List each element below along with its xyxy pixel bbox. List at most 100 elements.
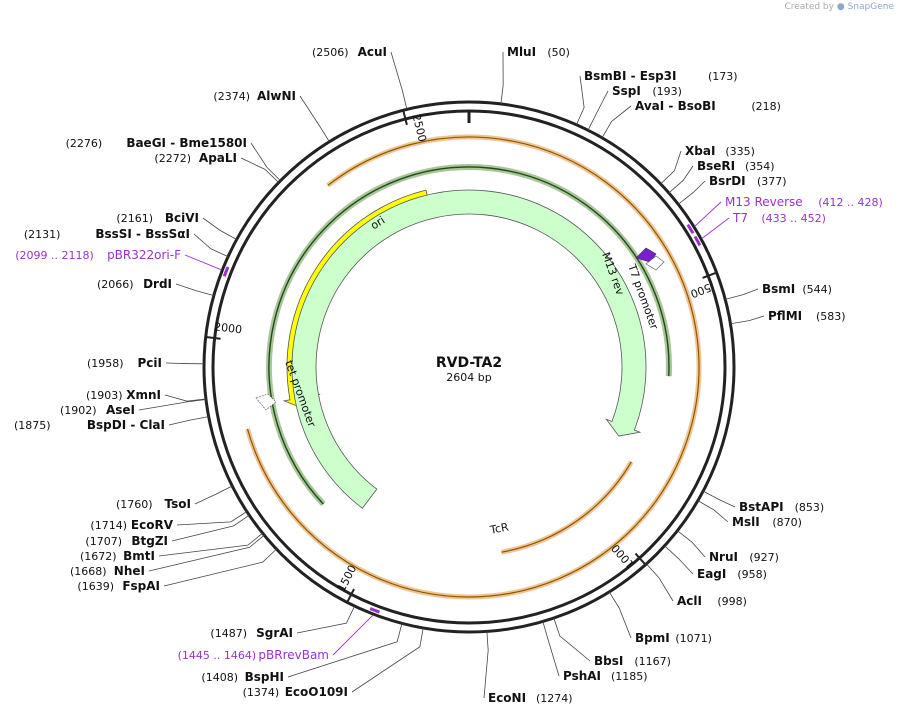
enzyme-position: (193): [652, 85, 682, 98]
orf-band-left-line: [246, 136, 700, 598]
enzyme-name: SgrAI: [256, 626, 293, 640]
primer-pbrrevbam[interactable]: pBRrevBam(1445 .. 1464): [178, 607, 381, 662]
primer-m13-reverse[interactable]: M13 Reverse (412 .. 428): [686, 195, 883, 235]
primer-leader: [701, 217, 730, 239]
enzyme-site-avai-bsobi[interactable]: AvaI - BsoBI(218): [601, 99, 781, 139]
enzyme-site-asei[interactable]: AseI(1902): [60, 399, 207, 417]
enzyme-site-drdi[interactable]: DrdI(2066): [97, 277, 214, 297]
enzyme-name: BsmI: [762, 282, 795, 296]
enzyme-name: EcoRV: [131, 518, 174, 532]
enzyme-site-bpmi[interactable]: BpmI(1071): [608, 591, 712, 645]
primer-name: pBRrevBam: [258, 648, 329, 662]
leader-line: [287, 623, 403, 678]
enzyme-position: (1668): [70, 565, 107, 578]
primer-leader: [332, 614, 374, 656]
primer-position: (433 .. 452): [761, 212, 826, 225]
enzyme-site-bsssi-bsss-i[interactable]: BssSI - BssSαI(2131): [24, 227, 229, 258]
tick-mark-2000: [205, 336, 221, 340]
primer-pbr322ori-f[interactable]: pBR322ori-F(2099 .. 2118): [15, 248, 230, 277]
orf-band-right: [501, 460, 634, 555]
enzyme-site-nrui[interactable]: NruI(927): [677, 530, 779, 564]
enzyme-site-baegi-bme1580i[interactable]: BaeGI - Bme1580I(2276): [66, 136, 281, 182]
feature-shape[interactable]: [291, 189, 647, 509]
primer-t7[interactable]: T7(433 .. 452): [693, 211, 826, 247]
primer-position: (412 .. 428): [818, 196, 883, 209]
enzyme-position: (2276): [66, 137, 103, 150]
enzyme-position: (1487): [210, 627, 247, 640]
enzyme-site-pcii[interactable]: PciI(1958): [87, 356, 205, 370]
enzyme-position: (544): [802, 283, 832, 296]
enzyme-position: (2066): [97, 278, 134, 291]
leader-line: [677, 180, 706, 205]
enzyme-site-xbai[interactable]: XbaI(335): [660, 144, 755, 185]
primer-binding-mark: [686, 223, 695, 235]
enzyme-site-tsoi[interactable]: TsoI(1760): [116, 485, 233, 511]
enzyme-site-bmti[interactable]: BmtI(1672): [80, 532, 263, 563]
enzyme-position: (218): [751, 100, 781, 113]
enzyme-name: TsoI: [165, 497, 191, 511]
enzyme-site-pshai[interactable]: PshAI(1185): [542, 621, 648, 683]
enzyme-position: (50): [547, 46, 570, 59]
enzyme-position: (1374): [243, 686, 280, 699]
primer-name: M13 Reverse: [725, 195, 803, 209]
enzyme-site-acli[interactable]: AclI(998): [646, 563, 747, 608]
enzyme-site-bstapi[interactable]: BstAPI(853): [702, 490, 824, 514]
enzyme-name: BstAPI: [739, 500, 784, 514]
enzyme-site-ecoo109i[interactable]: EcoO109I (1374): [243, 627, 424, 699]
enzyme-site-bspdi-clai[interactable]: BspDI - ClaI(1875): [14, 416, 209, 432]
primer-position: (1445 .. 1464): [178, 649, 257, 662]
leader-line: [171, 514, 250, 542]
enzyme-position: (583): [816, 310, 846, 323]
primer-binding-mark: [222, 266, 230, 277]
leader-line: [553, 617, 591, 662]
enzyme-name: SspI: [612, 84, 641, 98]
enzyme-site-econi[interactable]: EcoNI(1274): [483, 631, 573, 705]
enzyme-site-bsmbi-esp3i[interactable]: BsmBI - Esp3I(173): [576, 69, 738, 125]
leader-line: [587, 90, 609, 131]
enzyme-site-ecorv[interactable]: EcoRV(1714): [90, 511, 248, 532]
enzyme-site-fspai[interactable]: FspAI(1639): [77, 548, 277, 593]
leader-line: [158, 532, 263, 557]
enzyme-position: (1875): [14, 419, 51, 432]
enzyme-site-bsrdi[interactable]: BsrDI(377): [677, 174, 787, 205]
enzyme-site-xmni[interactable]: XmnI(1903): [86, 388, 206, 402]
enzyme-position: (1707): [85, 535, 122, 548]
enzyme-site-sspi[interactable]: SspI (193): [587, 84, 682, 131]
leader-line: [176, 511, 248, 526]
enzyme-name: PshAI: [563, 669, 601, 683]
tick-label-2500: 2500: [409, 113, 429, 143]
enzyme-site-bbsi[interactable]: BbsI(1167): [553, 617, 671, 668]
enzyme-site-sgrai[interactable]: SgrAI (1487): [210, 605, 355, 640]
leader-line: [240, 157, 279, 183]
enzyme-site-nhei[interactable]: NheI(1668): [70, 534, 265, 578]
enzyme-site-alwni[interactable]: AlwNI(2374): [213, 89, 330, 142]
t7-promoter-arrow-icon: [645, 255, 665, 271]
enzyme-site-bcivi[interactable]: BciVI(2161): [116, 211, 237, 240]
leader-line: [725, 288, 759, 300]
enzyme-site-bseri[interactable]: BseRI(354): [668, 159, 775, 194]
enzyme-position: (377): [757, 175, 787, 188]
enzyme-site-mlui[interactable]: MluI(50): [500, 45, 570, 104]
enzyme-name: EcoO109I: [285, 685, 348, 699]
enzyme-name: PflMI: [768, 309, 802, 323]
enzyme-site-btgzi[interactable]: BtgZI (1707): [85, 514, 250, 548]
enzyme-position: (870): [772, 516, 802, 529]
credit-brand: SnapGene: [847, 2, 894, 12]
enzyme-site-bsmi[interactable]: BsmI (544): [725, 282, 832, 300]
enzyme-name: MslI: [732, 515, 760, 529]
enzyme-site-pflmi[interactable]: PflMI (583): [730, 309, 846, 325]
enzyme-site-apali[interactable]: ApaLI(2272): [154, 151, 279, 183]
orf-band-green-line: [268, 166, 670, 505]
enzyme-site-eagi[interactable]: EagI(958): [664, 545, 767, 581]
leader-line: [483, 631, 489, 699]
feature-tcr[interactable]: [291, 189, 647, 509]
leader-line: [390, 51, 408, 110]
enzyme-name: AseI: [106, 403, 135, 417]
enzyme-site-bsphi[interactable]: BspHI(1408): [201, 623, 403, 684]
enzyme-site-msli[interactable]: MslI (870): [697, 500, 802, 529]
leader-line: [250, 142, 281, 182]
enzyme-name: BsmBI - Esp3I: [584, 69, 676, 83]
enzyme-site-acui[interactable]: AcuI(2506): [312, 45, 408, 110]
enzyme-name: BtgZI: [131, 534, 168, 548]
